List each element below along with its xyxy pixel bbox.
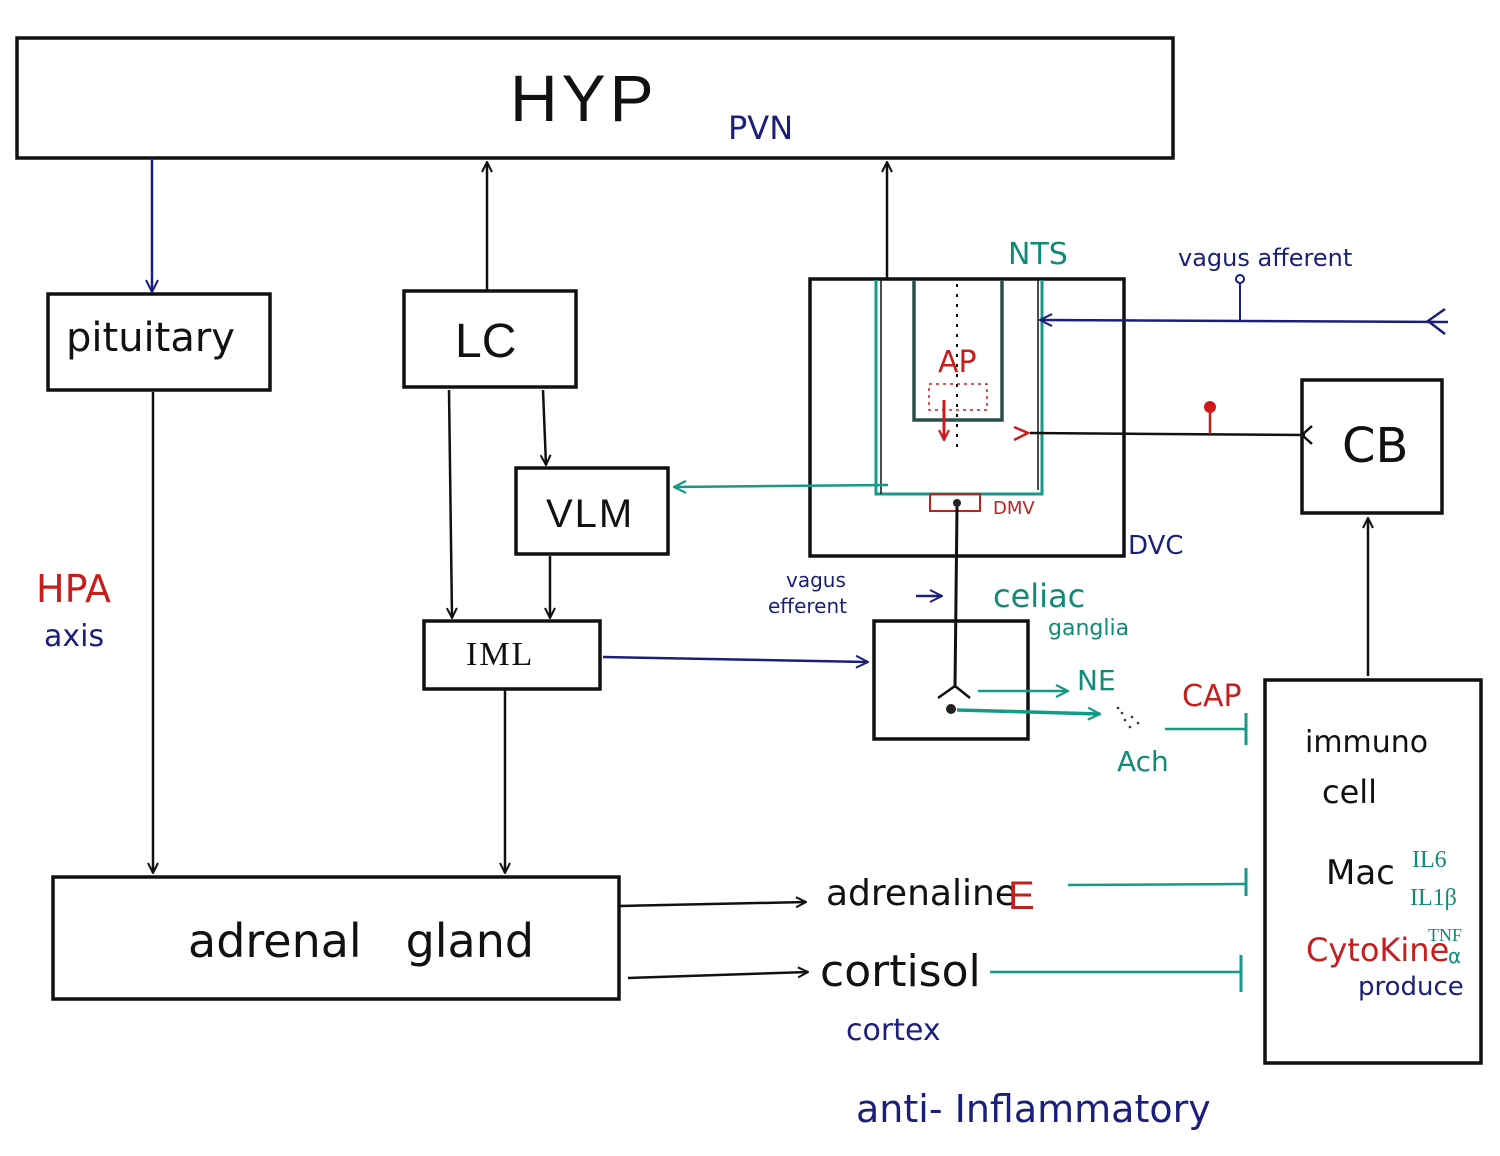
vagus-efferent-label-line2: efferent xyxy=(768,594,847,618)
nts-label: NTS xyxy=(1008,237,1068,272)
nts-region xyxy=(874,280,1044,496)
il6-label: IL6 xyxy=(1412,847,1447,873)
lc-to-vlm-arrow xyxy=(543,389,546,465)
vagus-efferent-label-line1: vagus xyxy=(786,568,846,592)
il1b-label: IL1β xyxy=(1410,885,1457,911)
adrenal-to-adrenaline-arrow xyxy=(619,902,806,906)
cb-fiber-soma xyxy=(1204,401,1216,413)
iml-label: IML xyxy=(466,636,535,673)
adrenaline-label: adrenaline xyxy=(826,873,1017,914)
dvc-label: DVC xyxy=(1128,531,1184,561)
pituitary-label: pituitary xyxy=(66,315,235,361)
vagus-afferent-fiber xyxy=(1040,320,1449,322)
pvn-label: PVN xyxy=(728,109,794,147)
dmv-label: DMV xyxy=(993,498,1035,519)
ne-label: NE xyxy=(1077,664,1116,697)
nts-to-vlm-arrow xyxy=(674,485,889,487)
ach-release-arrow xyxy=(956,710,1100,714)
epinephrine-label: E xyxy=(1008,874,1035,918)
vagus-afferent-label: vagus afferent xyxy=(1178,244,1353,272)
adrenal-to-cortisol-arrow xyxy=(627,972,808,980)
ganglia-label: ganglia xyxy=(1048,616,1130,641)
ap-region xyxy=(912,280,1004,422)
adrenaline-inhibition-line xyxy=(1067,882,1246,887)
cb-box xyxy=(1300,378,1444,515)
vlm-label: VLM xyxy=(546,492,635,536)
tnf-label: TNF xyxy=(1428,925,1463,945)
cell-label: cell xyxy=(1322,773,1378,811)
dmv-region xyxy=(929,493,981,512)
nts-region-inner-line xyxy=(880,280,1039,494)
axis-label: axis xyxy=(44,619,105,654)
vagus-afferent-ending xyxy=(1425,307,1446,335)
produce-label: produce xyxy=(1358,972,1464,1002)
cap-label: CAP xyxy=(1182,679,1242,714)
ganglion-neuron-soma xyxy=(946,704,956,714)
vagus-efferent-terminal xyxy=(937,684,971,700)
cb-label: CB xyxy=(1342,418,1409,474)
celiac-label: celiac xyxy=(993,577,1086,615)
hpa-label: HPA xyxy=(36,567,112,611)
cb-fiber-cb-terminal xyxy=(1300,425,1313,445)
adrenal-gland-box xyxy=(51,875,621,1001)
vagus-afferent-soma xyxy=(1235,274,1245,284)
ach-label: Ach xyxy=(1117,745,1169,778)
lc-to-iml-arrow xyxy=(449,389,452,618)
adrenal-gland-label: adrenal gland xyxy=(188,914,535,968)
dmv-neuron-soma xyxy=(953,499,961,507)
pituitary-box xyxy=(46,292,272,392)
anti-inflammatory-label: anti- Inflammatory xyxy=(856,1087,1211,1131)
iml-box xyxy=(422,619,602,691)
vagus-efferent-fiber xyxy=(953,506,959,689)
cytokine-label: CytoKine xyxy=(1306,931,1450,969)
ach-dots xyxy=(1116,706,1140,729)
lc-box xyxy=(402,289,578,389)
mac-label: Mac xyxy=(1326,853,1395,893)
cb-fiber-nts-terminal xyxy=(1013,425,1031,442)
ap-dotted-box xyxy=(928,383,988,411)
cortisol-label: cortisol xyxy=(820,946,981,997)
lc-label: LC xyxy=(455,315,517,368)
immuno-cell-box xyxy=(1263,678,1483,1065)
cb-afferent-fiber xyxy=(1029,431,1306,437)
vlm-box xyxy=(514,466,670,556)
dvc-box xyxy=(808,277,1126,558)
hyp-box xyxy=(15,36,1175,160)
celiac-ganglia-box xyxy=(872,619,1030,741)
ap-label: AP xyxy=(938,345,977,380)
immuno-label: immuno xyxy=(1305,725,1429,760)
hyp-label: HYP xyxy=(510,61,658,135)
iml-to-celiac-arrow xyxy=(602,657,868,662)
alpha-label: α xyxy=(1448,944,1462,968)
cortex-label: cortex xyxy=(846,1013,941,1048)
